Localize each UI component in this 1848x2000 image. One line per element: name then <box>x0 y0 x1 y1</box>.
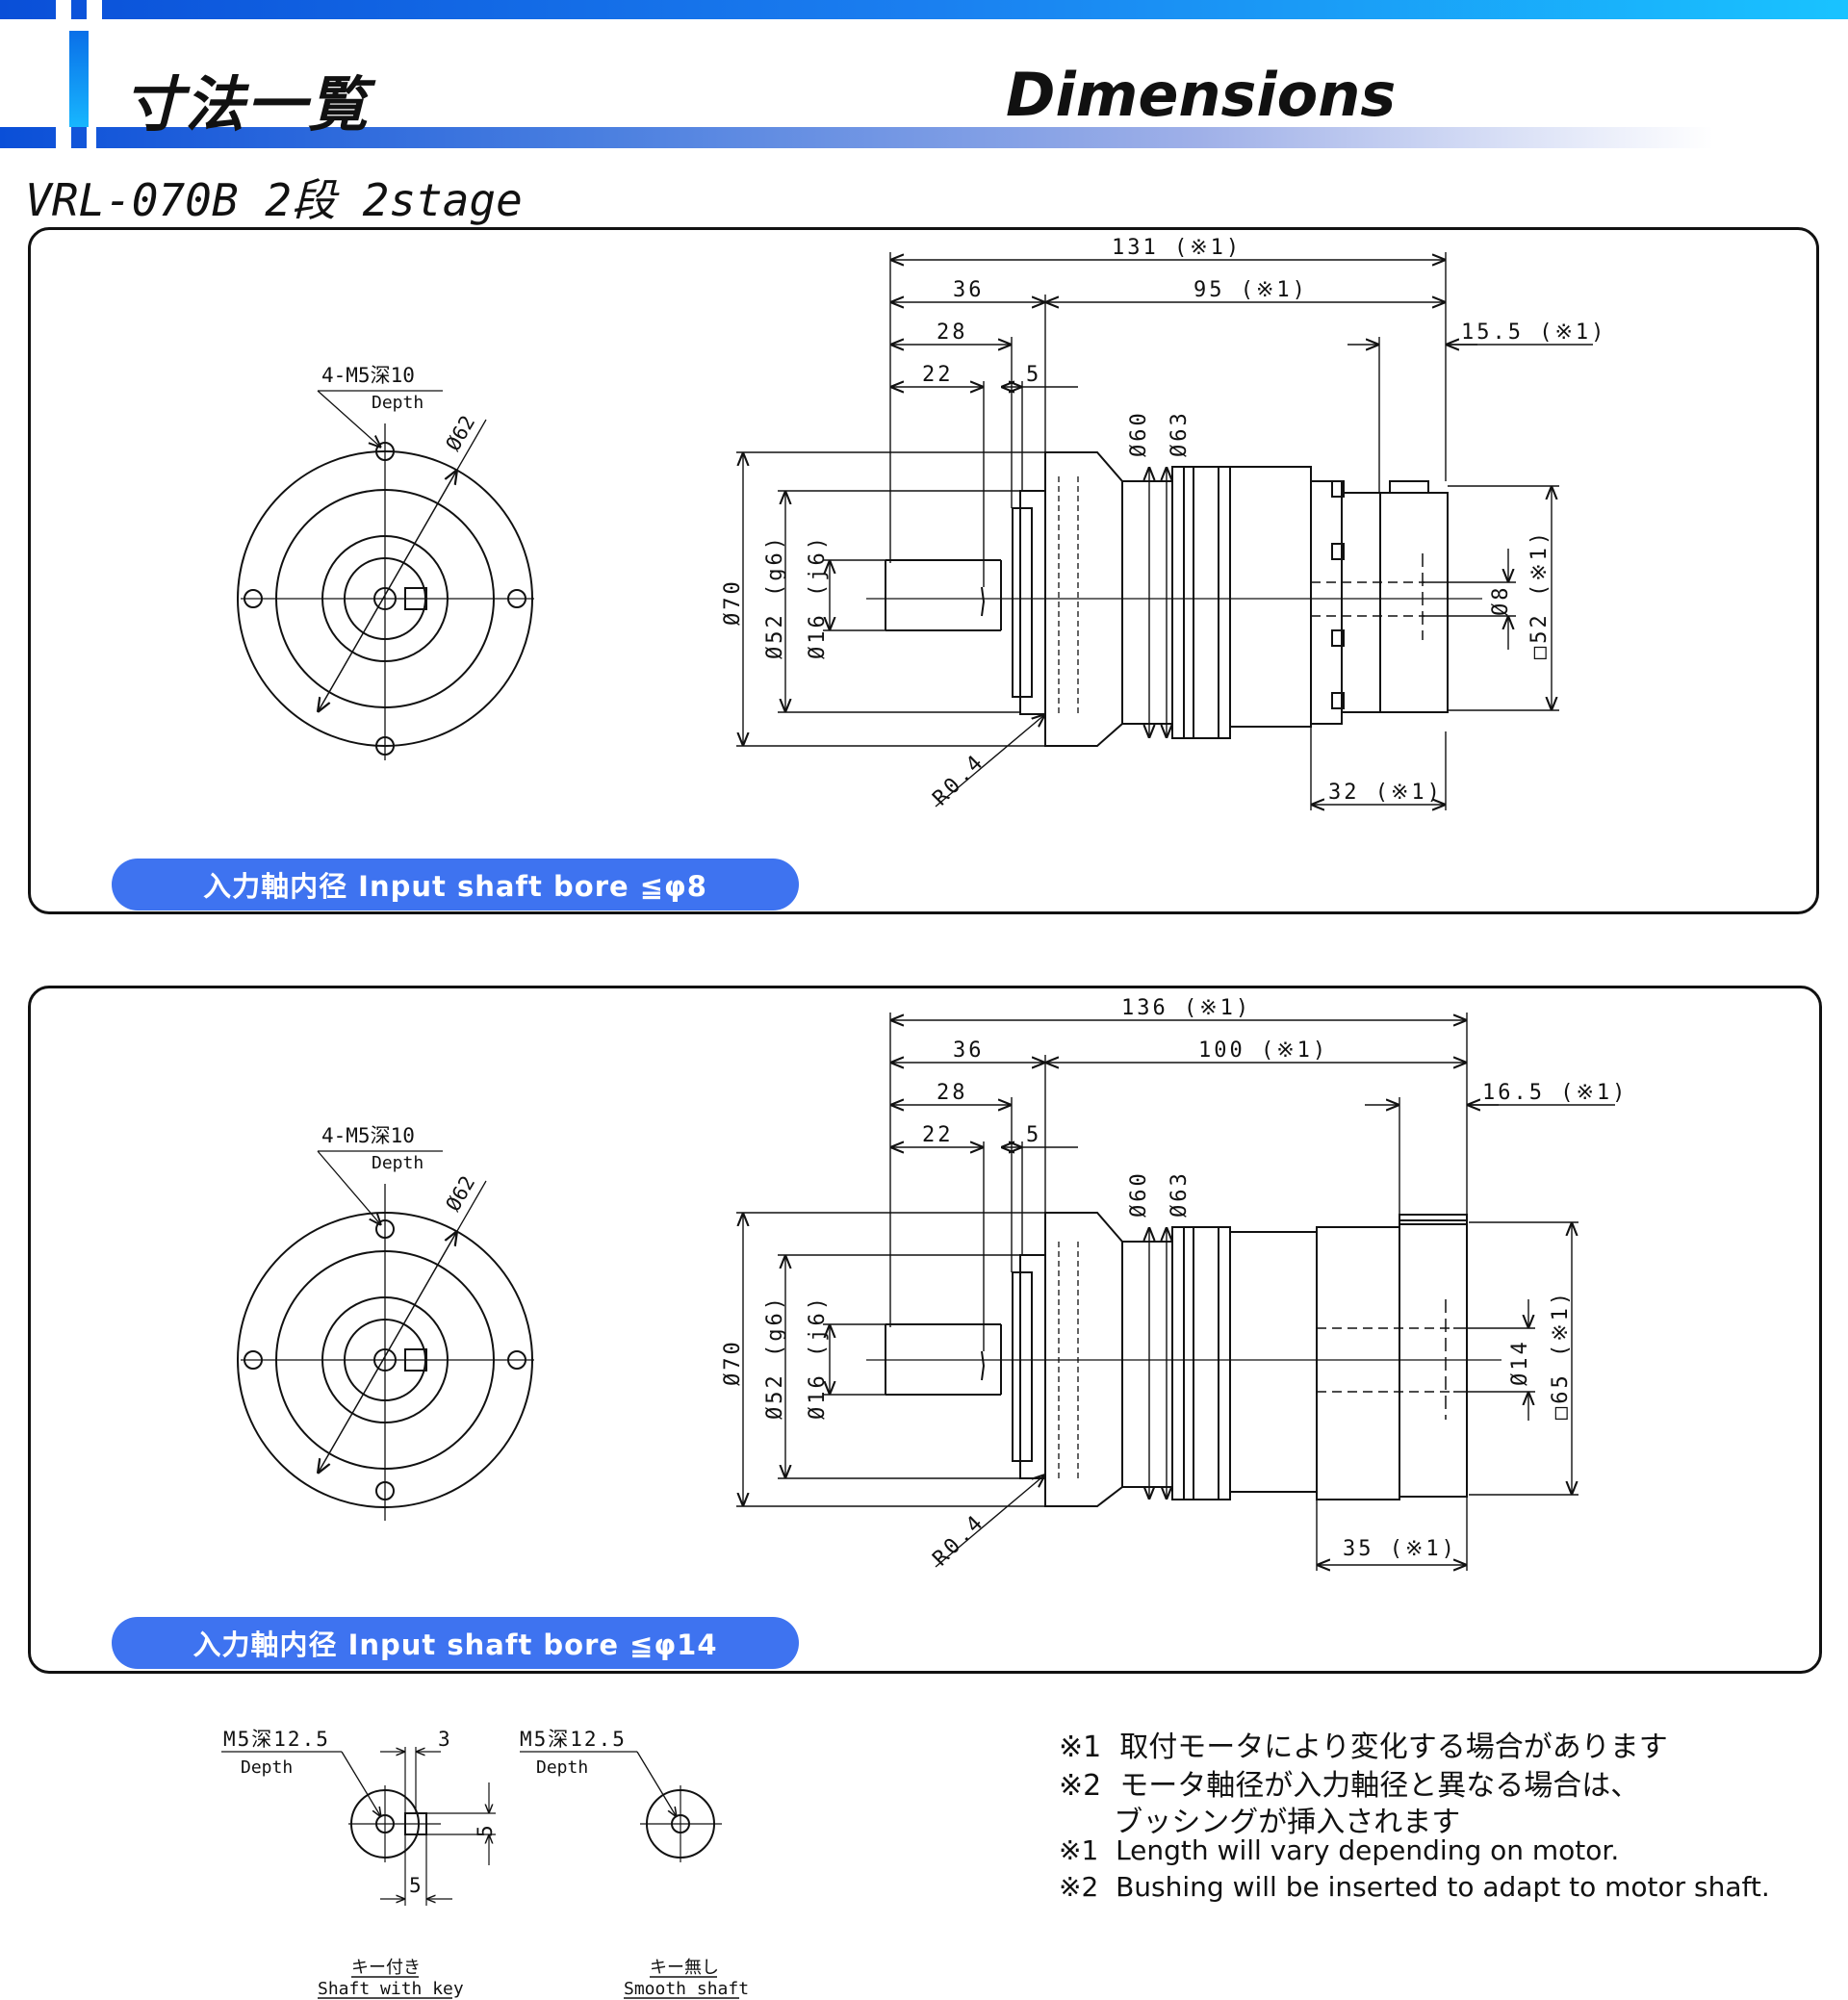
smooth-shaft-view <box>520 1751 722 1862</box>
input-bore-badge: 入力軸内径 Input shaft bore ≦φ8 <box>112 859 799 910</box>
dim-phi52: Ø52 (g6) <box>763 1295 787 1420</box>
model-label: VRL-070B 2段 2stage <box>25 174 523 226</box>
header-top-bar <box>0 0 1848 19</box>
dim-body: 95 (※1) <box>1194 278 1308 302</box>
dim-5: 5 <box>1026 1123 1039 1147</box>
header-top-bar-gap <box>87 0 102 19</box>
dim-square: □65 (※1) <box>1549 1290 1573 1420</box>
front-tap-label: 4-M5深10 <box>321 364 415 387</box>
keyed-caption-en: Shaft with key <box>318 1979 464 1999</box>
header-underline <box>0 127 1713 148</box>
dim-square: □52 (※1) <box>1527 529 1552 659</box>
keyed-depth-label: Depth <box>241 1757 293 1778</box>
smooth-caption-ja: キー無し <box>650 1958 719 1978</box>
keyed-shaft-view <box>221 1747 496 1906</box>
keyed-dim-3: 3 <box>438 1728 450 1751</box>
page-title-ja: 寸法一覧 <box>123 69 371 140</box>
dim-36: 36 <box>953 1038 985 1063</box>
front-depth-label: Depth <box>372 1153 424 1173</box>
dim-phi63: Ø63 <box>1168 410 1192 457</box>
dim-overall: 136 (※1) <box>1121 996 1251 1020</box>
dim-motor-length: 32 (※1) <box>1328 781 1443 805</box>
dim-22: 22 <box>922 363 954 387</box>
dim-bore: Ø14 <box>1508 1339 1532 1386</box>
note-2-en: ※2 Bushing will be inserted to adapt to … <box>1059 1871 1770 1903</box>
dim-overall: 131 (※1) <box>1112 236 1242 260</box>
dim-adapter: 16.5 (※1) <box>1482 1081 1628 1105</box>
note-2-ja: ※2 モータ軸径が入力軸径と異なる場合は、 <box>1059 1769 1640 1803</box>
dim-motor-length: 35 (※1) <box>1343 1537 1457 1561</box>
dim-22: 22 <box>922 1123 954 1147</box>
dim-phi52: Ø52 (g6) <box>763 534 787 659</box>
note-1-ja: ※1 取付モータにより変化する場合があります <box>1059 1731 1668 1764</box>
dim-phi63: Ø63 <box>1168 1170 1192 1218</box>
dim-phi60: Ø60 <box>1127 410 1151 457</box>
header-top-bar-gap <box>56 0 71 19</box>
dim-phi16: Ø16 (j6) <box>806 534 830 659</box>
smooth-tap-label: M5深12.5 <box>520 1728 627 1751</box>
smooth-caption-en: Smooth shaft <box>624 1979 749 1999</box>
dim-36: 36 <box>953 278 985 302</box>
dim-5: 5 <box>1026 363 1039 387</box>
dim-28: 28 <box>937 321 968 345</box>
header-accent-bar <box>69 31 89 129</box>
dim-phi70: Ø70 <box>721 1339 745 1386</box>
keyed-tap-label: M5深12.5 <box>223 1728 330 1751</box>
dim-phi16: Ø16 (j6) <box>806 1295 830 1420</box>
front-tap-label: 4-M5深10 <box>321 1124 415 1147</box>
front-depth-label: Depth <box>372 393 424 413</box>
keyed-dim-5-horizontal: 5 <box>409 1874 422 1897</box>
keyed-dim-5-vertical: 5 <box>474 1825 497 1837</box>
note-2-ja-cont: ブッシングが挿入されます <box>1059 1806 1461 1839</box>
dim-28: 28 <box>937 1081 968 1105</box>
dim-adapter: 15.5 (※1) <box>1461 321 1606 345</box>
smooth-depth-label: Depth <box>536 1757 588 1778</box>
note-1-en: ※1 Length will vary depending on motor. <box>1059 1834 1620 1866</box>
page-title-en: Dimensions <box>1006 60 1397 130</box>
dim-phi60: Ø60 <box>1127 1170 1151 1218</box>
keyed-caption-ja: キー付き <box>351 1958 421 1978</box>
front-view-2 <box>237 1150 534 1521</box>
dimension-lines-1 <box>736 252 1593 810</box>
header-underline-gap <box>87 127 96 148</box>
input-bore-badge: 入力軸内径 Input shaft bore ≦φ14 <box>112 1617 799 1669</box>
dim-phi70: Ø70 <box>721 578 745 626</box>
front-view-1 <box>237 390 534 760</box>
dimension-lines-2 <box>736 1013 1615 1571</box>
dim-bore: Ø8 <box>1489 585 1513 617</box>
header-underline-gap <box>56 127 71 148</box>
dim-body: 100 (※1) <box>1198 1038 1328 1063</box>
